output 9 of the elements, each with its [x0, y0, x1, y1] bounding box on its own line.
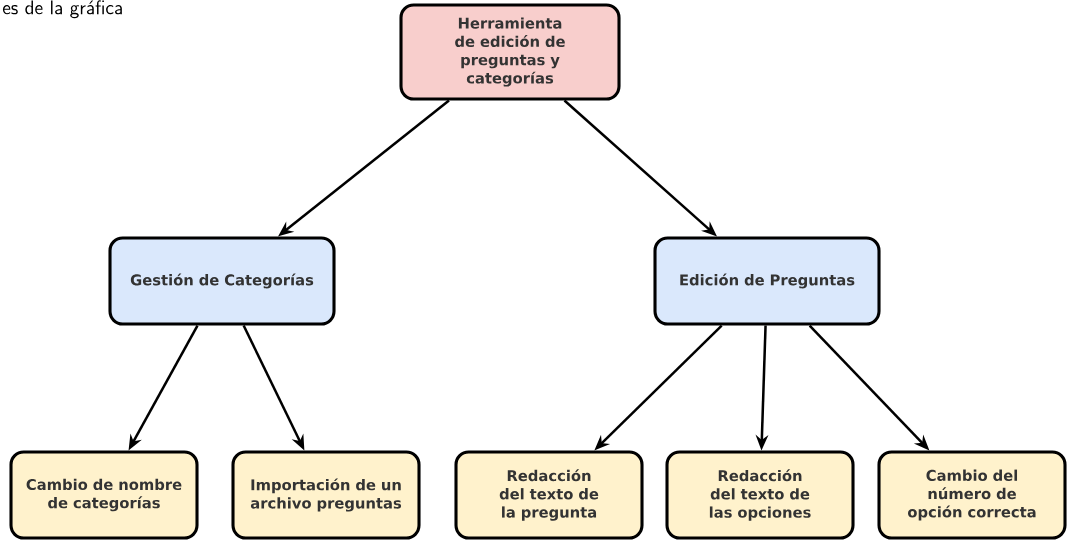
process-box: Redacción del texto de la pregunta: [454, 450, 644, 540]
process-box: Cambio del número de opción correcta: [877, 450, 1067, 540]
process-box: Herramienta de edición de preguntas y categorías: [399, 3, 621, 101]
process-box: Importación de un archivo preguntas: [231, 450, 421, 540]
caption-fragment: es de la gráfica: [2, 0, 122, 19]
process-box: Gestión de Categorías: [108, 236, 336, 326]
process-box: Cambio de nombre de categorías: [9, 450, 199, 540]
process-box: Edición de Preguntas: [653, 236, 881, 326]
process-box: Redacción del texto de las opciones: [665, 450, 855, 540]
